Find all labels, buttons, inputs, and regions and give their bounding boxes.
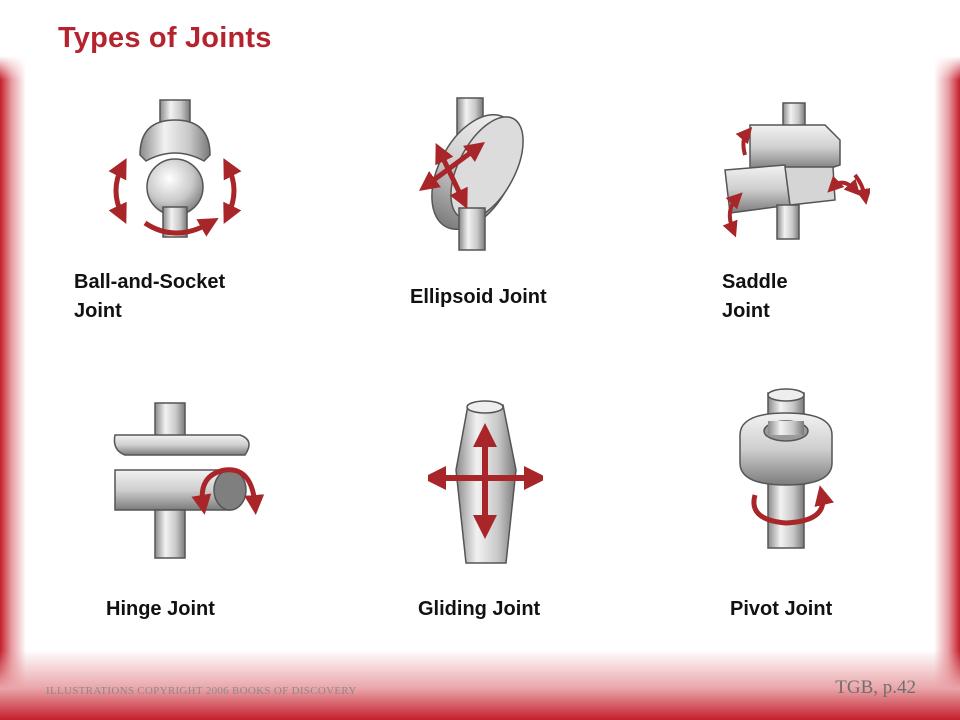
label-saddle-line2: Joint (722, 300, 770, 322)
gliding-illustration (428, 400, 543, 564)
ellipsoid-illustration (418, 97, 524, 251)
label-saddle: Saddle Joint (722, 268, 788, 326)
label-pivot: Pivot Joint (730, 598, 833, 620)
hinge-illustration (113, 402, 265, 559)
label-ball-and-socket-line1: Ball-and-Socket (74, 271, 226, 293)
top-band (0, 0, 960, 80)
label-ball-and-socket: Ball-and-Socket Joint (74, 268, 225, 326)
footer-copyright: ILLUSTRATIONS COPYRIGHT 2006 BOOKS OF DI… (46, 685, 357, 697)
label-ellipsoid: Ellipsoid Joint (410, 286, 547, 308)
page-title: Types of Joints (58, 22, 272, 54)
label-gliding: Gliding Joint (418, 598, 541, 620)
label-ball-and-socket-line2: Joint (74, 300, 122, 322)
ball-and-socket-illustration (108, 99, 242, 238)
label-hinge: Hinge Joint (106, 598, 215, 620)
footer-reference: TGB, p.42 (835, 677, 916, 698)
saddle-illustration (722, 102, 870, 240)
pivot-illustration (739, 388, 834, 549)
bottom-band (0, 650, 960, 720)
label-saddle-line1: Saddle (722, 271, 788, 293)
